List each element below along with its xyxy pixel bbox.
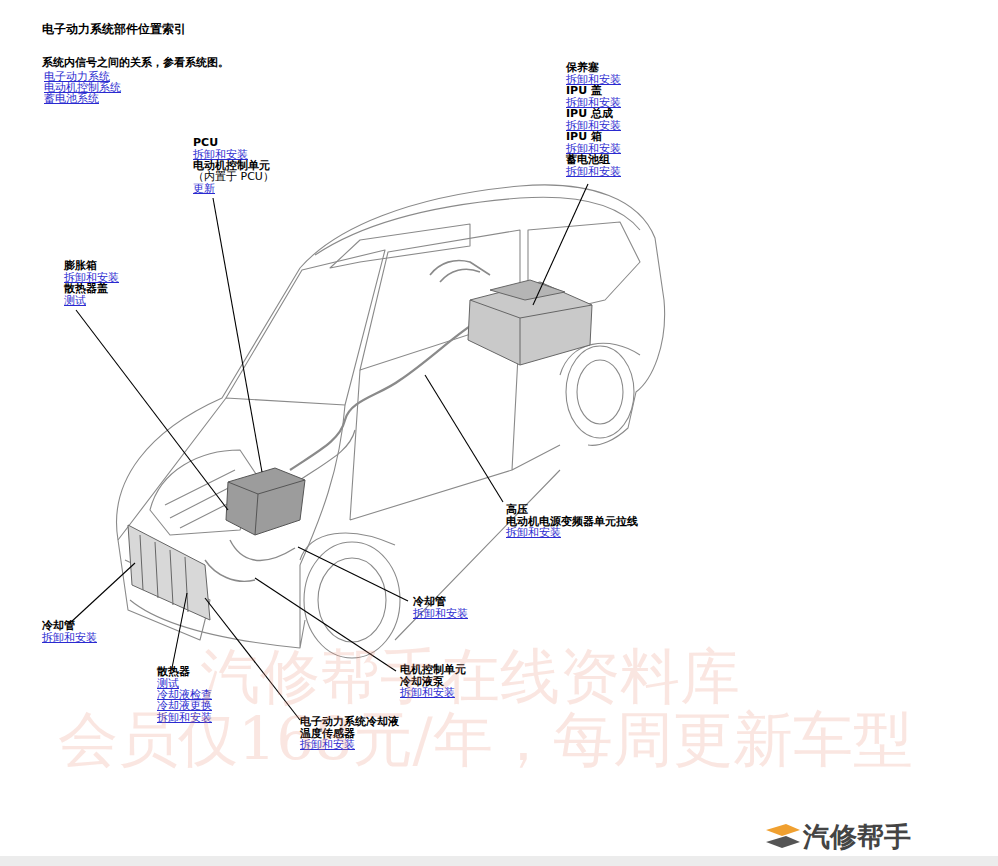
part-name: IPU 总成 [566,108,613,120]
part-name: 电动机控制单元 [193,160,270,172]
link: 更新 [193,183,215,195]
watermark: 汽修帮手在线资料库 [200,643,740,709]
part-name: 高压 电动机电源变频器单元拉线 [506,504,638,527]
link: 电动机控制系统 [44,82,121,94]
part-name: 冷却管 [42,620,75,632]
watermark: 会员仅168元/年，每周更新车型 [58,706,913,772]
link: 拆卸和安装 [506,527,561,539]
part-name: 冷却管 [413,596,446,608]
link: 拆卸和安装 [193,149,248,161]
link: 拆卸和安装 [42,632,97,644]
link: 拆卸和安装 [566,97,621,109]
link: 拆卸和安装 [566,120,621,132]
part-name: 散热器 [157,666,190,678]
link: 测试 [64,295,86,307]
part-name: 保养塞 [566,62,599,74]
link: 拆卸和安装 [566,166,621,178]
part-name: 膨胀箱 [64,260,97,272]
part-name: 散热器盖 [64,283,108,295]
link: 电子动力系统 [44,71,110,83]
part-name: IPU 盖 [566,85,602,97]
note: 系统内信号之间的关系，参看系统图。 [42,57,229,69]
link: 拆卸和安装 [413,608,468,620]
page-title: 电子动力系统部件位置索引 [42,24,186,36]
note: （内置于 PCU） [193,171,274,183]
link: 拆卸和安装 [566,74,621,86]
logo-text: 汽修帮手 [803,822,911,852]
link: 拆卸和安装 [566,143,621,155]
link: 蓄电池系统 [44,93,99,105]
part-name: IPU 箱 [566,131,602,143]
link: 拆卸和安装 [64,272,119,284]
part-name: PCU [193,137,218,149]
part-name: 蓄电池组 [566,154,610,166]
link: 测试 [157,678,179,690]
